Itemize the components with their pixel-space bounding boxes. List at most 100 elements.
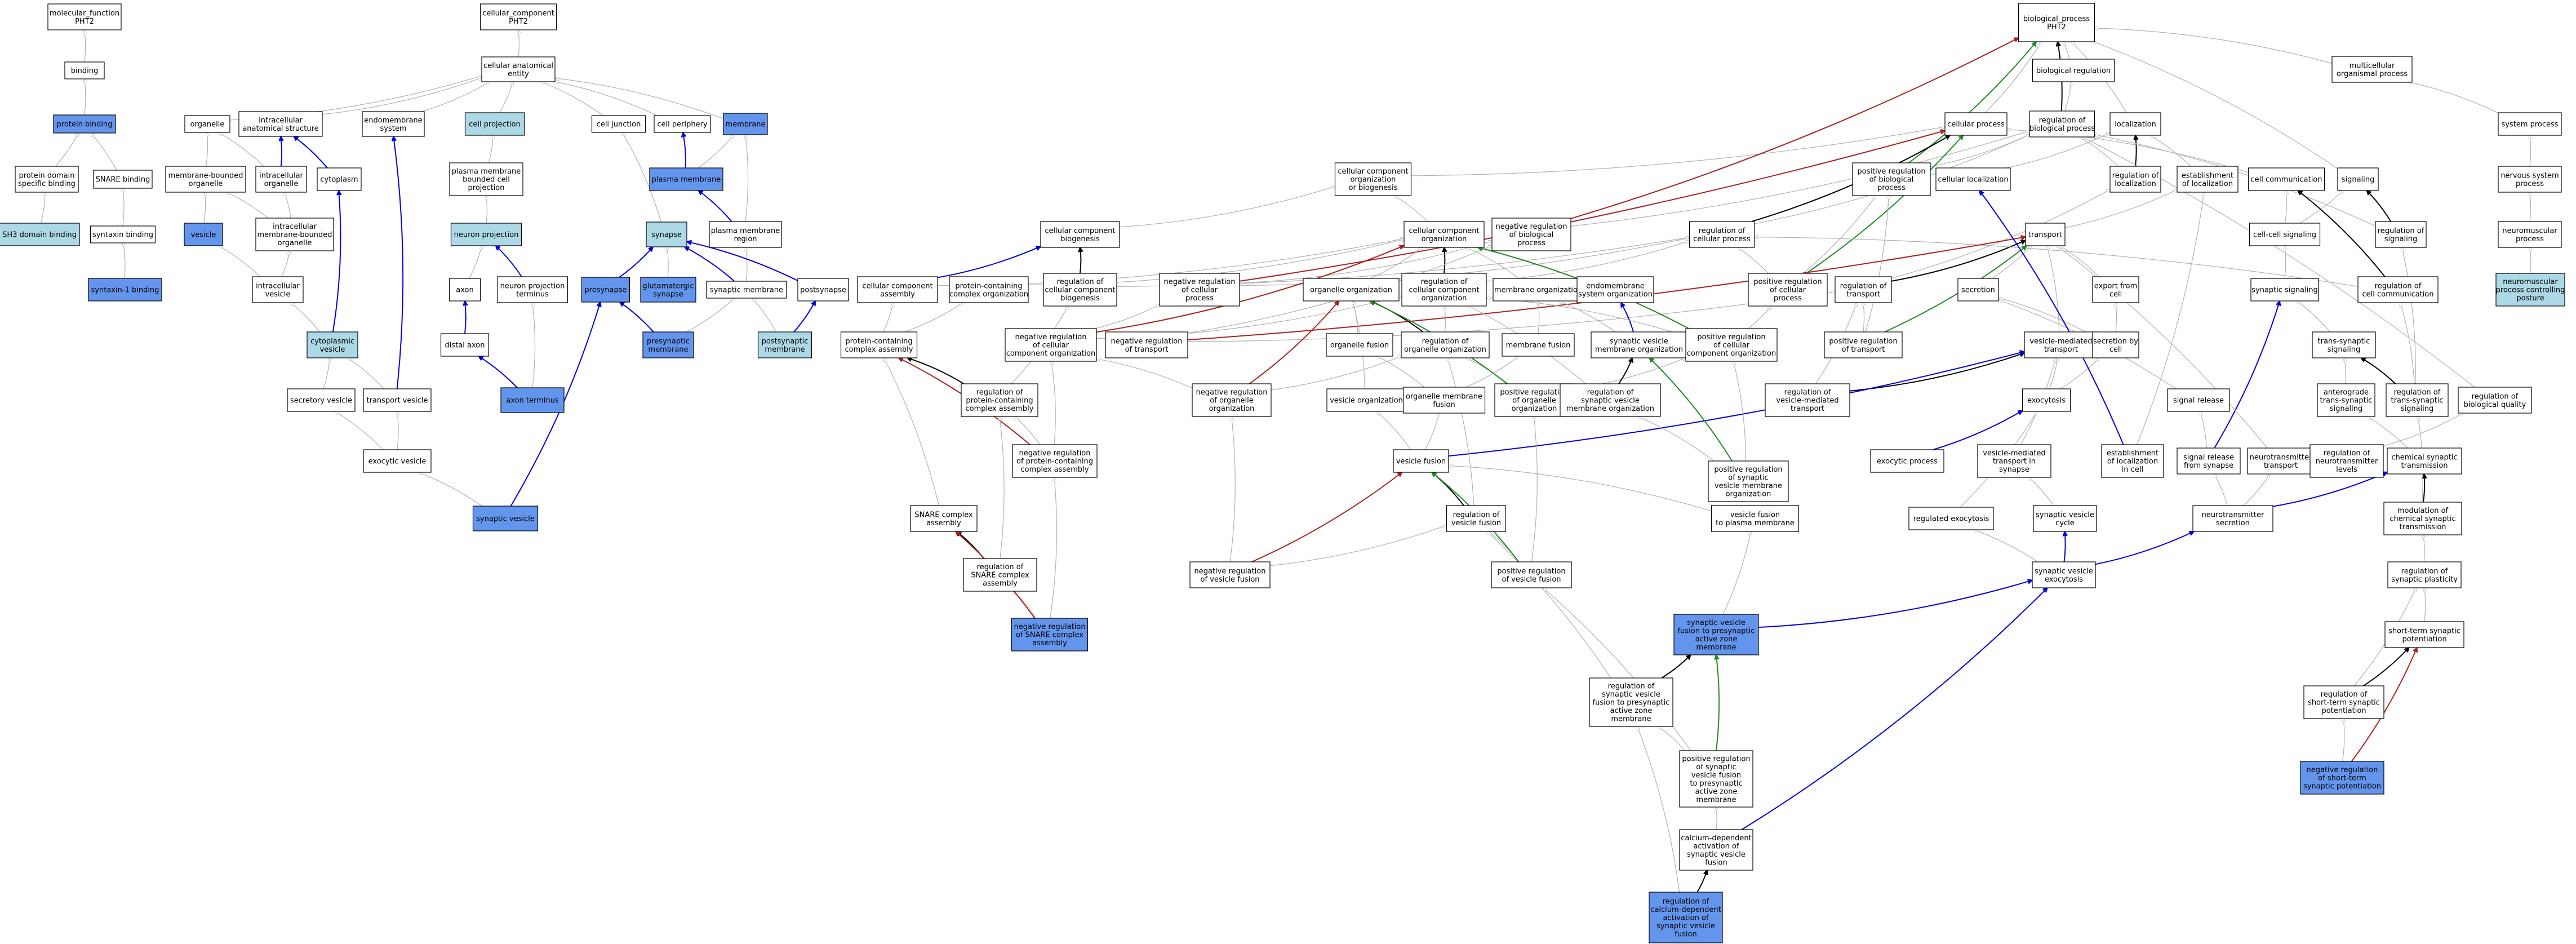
term-node-synmem[interactable]: synaptic membrane [706,281,787,299]
term-node-distalaxon[interactable]: distal axon [440,333,490,357]
term-node-sh3[interactable]: SH3 domain binding [0,223,80,246]
term-node-memorg[interactable]: membrane organization [1493,278,1584,302]
term-node-membrane[interactable]: membrane [723,113,768,135]
term-node-organorg[interactable]: organelle organization [1303,278,1400,302]
term-node-memfusion[interactable]: membrane fusion [1502,333,1575,357]
term-node-transport[interactable]: transport [2025,223,2066,246]
term-node-organelle[interactable]: organelle [184,115,230,133]
term-node-cytoplasm[interactable]: cytoplasm [317,167,362,191]
term-node-binding[interactable]: binding [64,61,105,79]
term-node-synves[interactable]: synaptic vesicle [472,506,539,531]
term-node-signaling[interactable]: signaling [2337,167,2379,191]
term-node-exocytosis[interactable]: exocytosis [2022,388,2071,412]
term-node-bioreg[interactable]: biological regulation [2032,59,2115,82]
term-node-ccsignal[interactable]: cell-cell signaling [2249,223,2321,246]
term-node-protbind[interactable]: protein binding [53,114,116,134]
term-node-axonterm[interactable]: axon terminus [500,387,565,413]
term-node-regcdasvf[interactable]: regulation ofcalcium-dependentactivation… [1649,892,1723,943]
term-node-snarebind[interactable]: SNARE binding [93,170,153,189]
term-node-neuronproj[interactable]: neuron projection [450,223,522,246]
term-node-signalrelease[interactable]: signal release [2167,388,2230,412]
term-node-synsignal[interactable]: synaptic signaling [2250,278,2319,302]
term-node-organfusion[interactable]: organelle fusion [1326,333,1393,357]
term-node-secretion[interactable]: secretion [1957,278,1999,302]
term-node-cellloc[interactable]: cellular localization [1935,167,2011,191]
term-node-vesfusion[interactable]: vesicle fusion [1393,449,1449,473]
term-node-exoproc[interactable]: exocytic process [1870,449,1944,473]
term-node-celljunc[interactable]: cell junction [591,115,646,133]
term-node-cellperiph[interactable]: cell periphery [654,115,711,133]
term-node-exoves[interactable]: exocytic vesicle [363,449,432,473]
term-node-cellproc[interactable]: cellular process [1944,112,2007,136]
term-node-cellcomm[interactable]: cell communication [2248,167,2325,191]
term-node-localization[interactable]: localization [2109,112,2161,136]
term-node-axon[interactable]: axon [448,278,481,302]
